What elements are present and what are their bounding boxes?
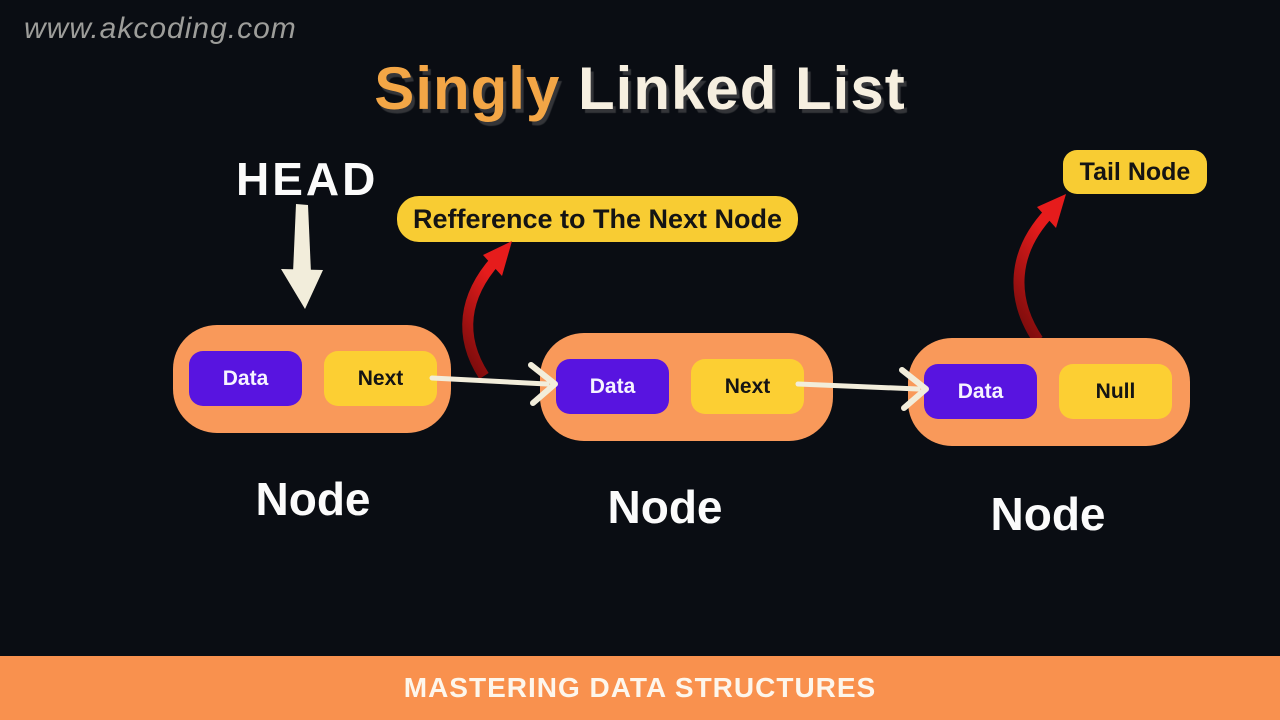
reference-callout: Refference to The Next Node — [397, 196, 798, 242]
next-pointer-arrow-1-icon — [429, 362, 558, 406]
red-curved-arrow-reference-icon — [462, 241, 512, 379]
node-3-null-cell: Null — [1059, 364, 1172, 419]
linked-list-node-1: Data Next — [173, 325, 451, 433]
title-rest-words: Linked List — [578, 55, 906, 122]
head-down-arrow-icon — [281, 204, 323, 309]
linked-list-node-3: Data Null — [908, 338, 1190, 446]
next-pointer-arrow-2-icon — [795, 367, 929, 411]
page-title: Singly Linked List — [0, 54, 1280, 123]
red-curved-arrow-tail-icon — [1013, 194, 1066, 344]
reference-callout-text: Refference to The Next Node — [412, 203, 783, 234]
node-2-next-cell: Next — [691, 359, 804, 414]
node-3-data-cell: Data — [924, 364, 1037, 419]
node-1-caption: Node — [255, 473, 371, 525]
node-1-next-cell: Next — [324, 351, 437, 406]
head-pointer-label: HEAD — [236, 153, 379, 205]
footer-banner-text: MASTERING DATA STRUCTURES — [403, 672, 877, 703]
node-2-data-cell: Data — [556, 359, 669, 414]
watermark-url: www.akcoding.com — [24, 12, 297, 45]
tail-node-callout: Tail Node — [1063, 150, 1207, 194]
node-2-caption: Node — [607, 481, 723, 533]
node-1-data-cell: Data — [189, 351, 302, 406]
title-accent-word: Singly — [374, 55, 561, 122]
node-3-caption: Node — [990, 488, 1106, 540]
tail-node-callout-text: Tail Node — [1079, 157, 1191, 186]
linked-list-node-2: Data Next — [540, 333, 833, 441]
footer-banner: MASTERING DATA STRUCTURES — [0, 656, 1280, 720]
